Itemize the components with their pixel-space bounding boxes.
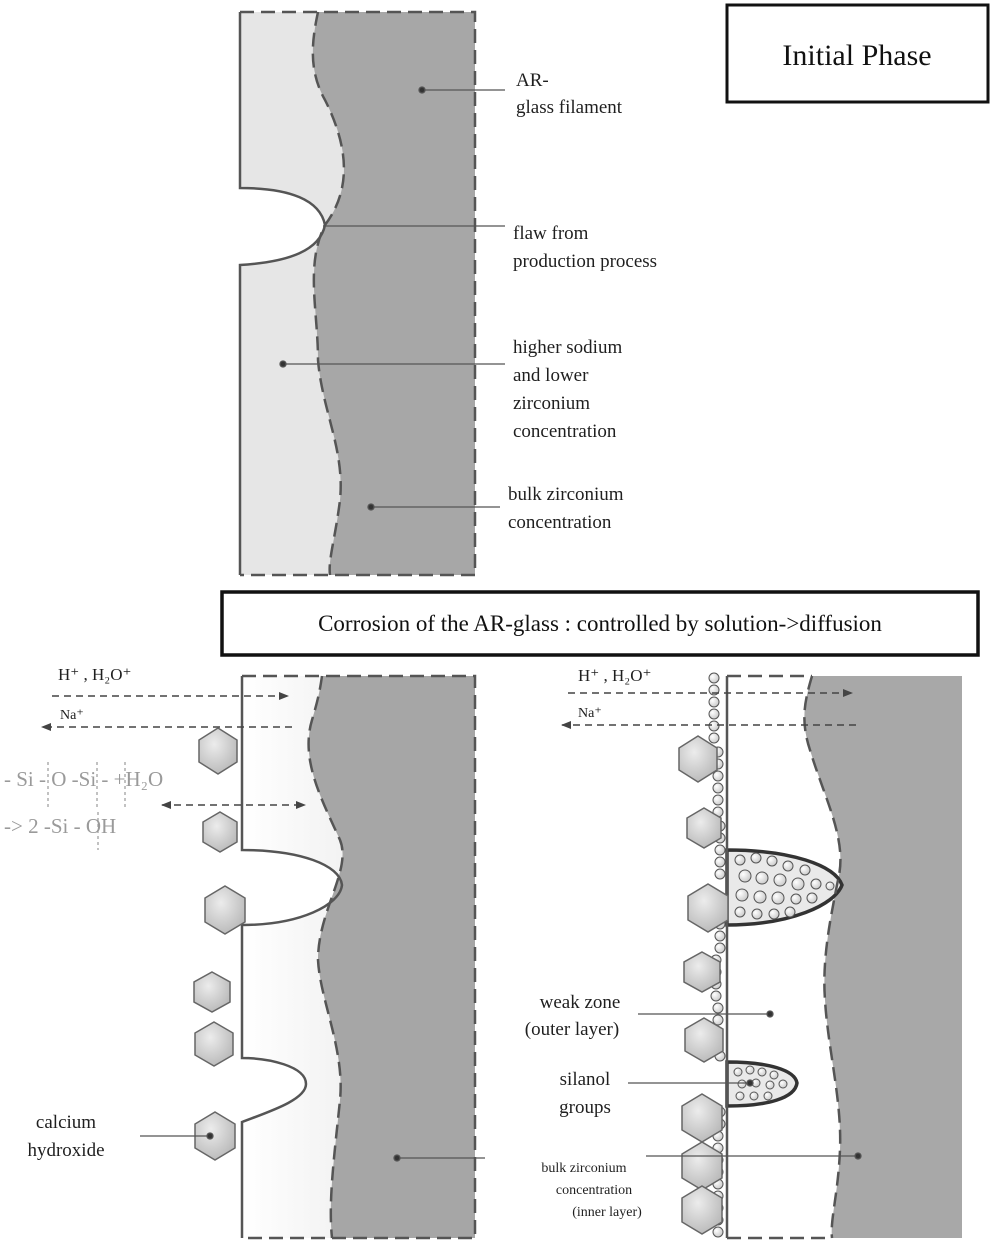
initial-phase-title: Initial Phase <box>782 39 931 72</box>
hexagon-icon <box>193 971 231 1013</box>
right-ion-na-label: Na⁺ <box>578 706 602 721</box>
corrosion-banner <box>220 590 980 657</box>
label-flaw-2: production process <box>513 251 657 272</box>
top-outer-layer <box>240 12 344 575</box>
initial-phase-box <box>725 3 990 104</box>
reaction-line-2: -> 2 -Si - OH <box>4 814 116 838</box>
right-bulk-region <box>804 676 962 1238</box>
right-flaw-upper <box>725 848 844 927</box>
top-bulk-region <box>312 12 475 575</box>
top-leader-lines <box>279 86 505 511</box>
hexagon-icon <box>681 1185 723 1235</box>
hexagon-icon <box>204 885 246 935</box>
label-bulk-inner-3: (inner layer) <box>572 1205 642 1220</box>
hexagon-icon <box>194 1111 236 1161</box>
label-ar-glass-2: glass filament <box>516 97 623 118</box>
label-weak-zone-1: weak zone <box>540 992 621 1013</box>
left-leader-lines <box>140 1132 485 1162</box>
label-calcium-1: calcium <box>36 1112 96 1133</box>
right-ion-h-label: H⁺ , H₂O⁺ <box>578 666 651 685</box>
hexagon-icon <box>684 1017 724 1063</box>
left-left-edge <box>240 676 344 1238</box>
hexagon-icon <box>687 883 729 933</box>
label-bulk-top-1: bulk zirconium <box>508 484 624 505</box>
left-calcium-crystals <box>193 727 246 1161</box>
right-flaw-lower <box>725 1060 799 1108</box>
label-bulk-top-2: concentration <box>508 512 612 533</box>
hexagon-icon <box>678 735 718 783</box>
reaction-bracket-marks <box>47 762 126 850</box>
left-ion-na-label: Na⁺ <box>60 708 84 723</box>
label-sodium-1: higher sodium <box>513 337 622 358</box>
corrosion-title: Corrosion of the AR-glass : controlled b… <box>318 611 882 636</box>
label-sodium-2: and lower <box>513 365 589 386</box>
left-ion-arrows <box>41 692 306 809</box>
hexagon-icon <box>198 727 238 775</box>
label-sodium-4: concentration <box>513 421 617 442</box>
left-bulk-region <box>308 676 475 1238</box>
left-dashed-frame <box>242 674 477 1240</box>
right-leader-lines <box>628 1010 862 1160</box>
hexagon-icon <box>683 951 721 993</box>
right-calcium-crystals <box>678 735 729 1235</box>
top-filament <box>238 10 477 577</box>
label-calcium-2: hydroxide <box>27 1140 104 1161</box>
label-silanol-1: silanol <box>560 1069 611 1090</box>
left-filament <box>240 674 477 1240</box>
left-diffusion-boundary <box>307 675 344 1239</box>
right-diffusion-boundary <box>803 675 842 1239</box>
reaction-line-1: - Si - O -Si - +H₂O <box>4 767 163 791</box>
label-weak-zone-2: (outer layer) <box>525 1019 619 1040</box>
left-ion-h-label: H⁺ , H₂O⁺ <box>58 665 131 684</box>
label-bulk-inner-2: concentration <box>556 1183 632 1198</box>
hexagon-icon <box>202 811 238 853</box>
label-silanol-2: groups <box>559 1097 611 1118</box>
label-bulk-inner-1: bulk zirconium <box>541 1161 626 1176</box>
silanol-bubbles <box>733 852 835 1101</box>
label-sodium-3: zirconium <box>513 393 590 414</box>
right-filament <box>725 674 962 1240</box>
label-flaw-1: flaw from <box>513 223 589 244</box>
hexagon-icon <box>194 1021 234 1067</box>
hexagon-icon <box>686 807 722 849</box>
top-dashed-frame <box>240 10 477 577</box>
right-dashed-frame <box>727 674 832 1240</box>
top-diffusion-boundary <box>311 11 346 576</box>
label-ar-glass-1: AR- <box>516 70 549 91</box>
right-ion-arrows <box>561 689 856 729</box>
